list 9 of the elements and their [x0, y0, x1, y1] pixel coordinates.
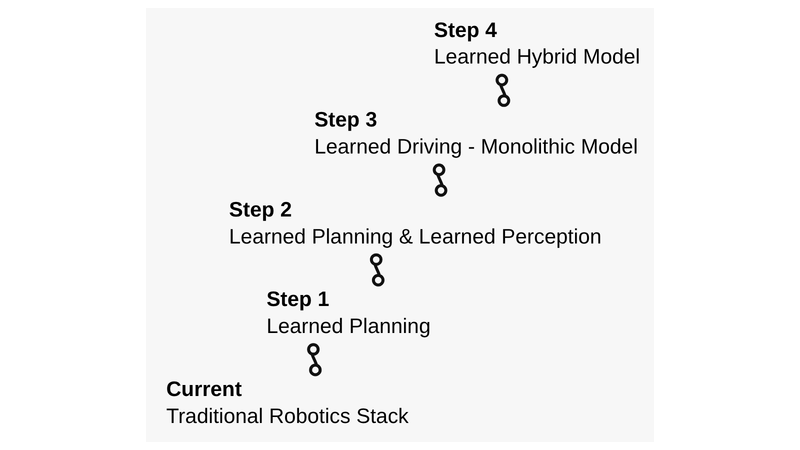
connector [307, 343, 322, 376]
node-text: Step 4 Learned Hybrid Model [434, 18, 640, 69]
connector [432, 164, 448, 197]
node-text: Step 3 Learned Driving - Monolithic Model [314, 108, 638, 158]
node-text: Current Traditional Robotics Stack [166, 378, 409, 428]
node-text: Step 2 Learned Planning & Learned Perception [229, 198, 602, 248]
connector [370, 253, 384, 286]
connector [496, 74, 510, 107]
node-text: Step 1 Learned Planning [266, 288, 431, 338]
